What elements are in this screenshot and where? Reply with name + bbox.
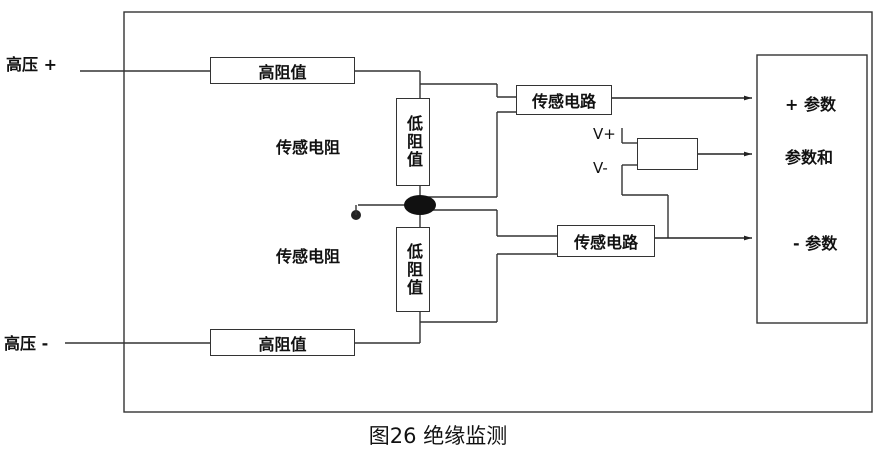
hv-minus-label: 高压 - <box>4 334 49 353</box>
v-plus-label: V+ <box>593 125 616 143</box>
sense-circuit-top: 传感电路 <box>516 85 612 115</box>
junction-node <box>404 195 436 215</box>
high-resistor-bottom: 高阻值 <box>210 329 355 356</box>
high-resistor-top: 高阻值 <box>210 57 355 84</box>
sense-resistor-bottom-label: 传感电阻 <box>276 247 341 266</box>
low-resistor-top: 低阻值 <box>396 98 430 186</box>
param-plus-label: + 参数 <box>785 95 836 114</box>
outer-frame <box>123 11 873 413</box>
figure-caption: 图26 绝缘监测 <box>368 424 508 448</box>
hv-plus-label: 高压 + <box>6 55 57 74</box>
v-minus-label: V- <box>593 159 608 177</box>
sense-resistor-top-label: 传感电阻 <box>276 138 341 157</box>
low-resistor-bottom: 低阻值 <box>396 227 430 312</box>
differential-box <box>637 138 698 170</box>
param-minus-label: - 参数 <box>793 234 838 253</box>
output-block <box>756 54 868 324</box>
sense-circuit-bottom: 传感电路 <box>557 225 655 257</box>
param-sum-label: 参数和 <box>785 148 834 167</box>
